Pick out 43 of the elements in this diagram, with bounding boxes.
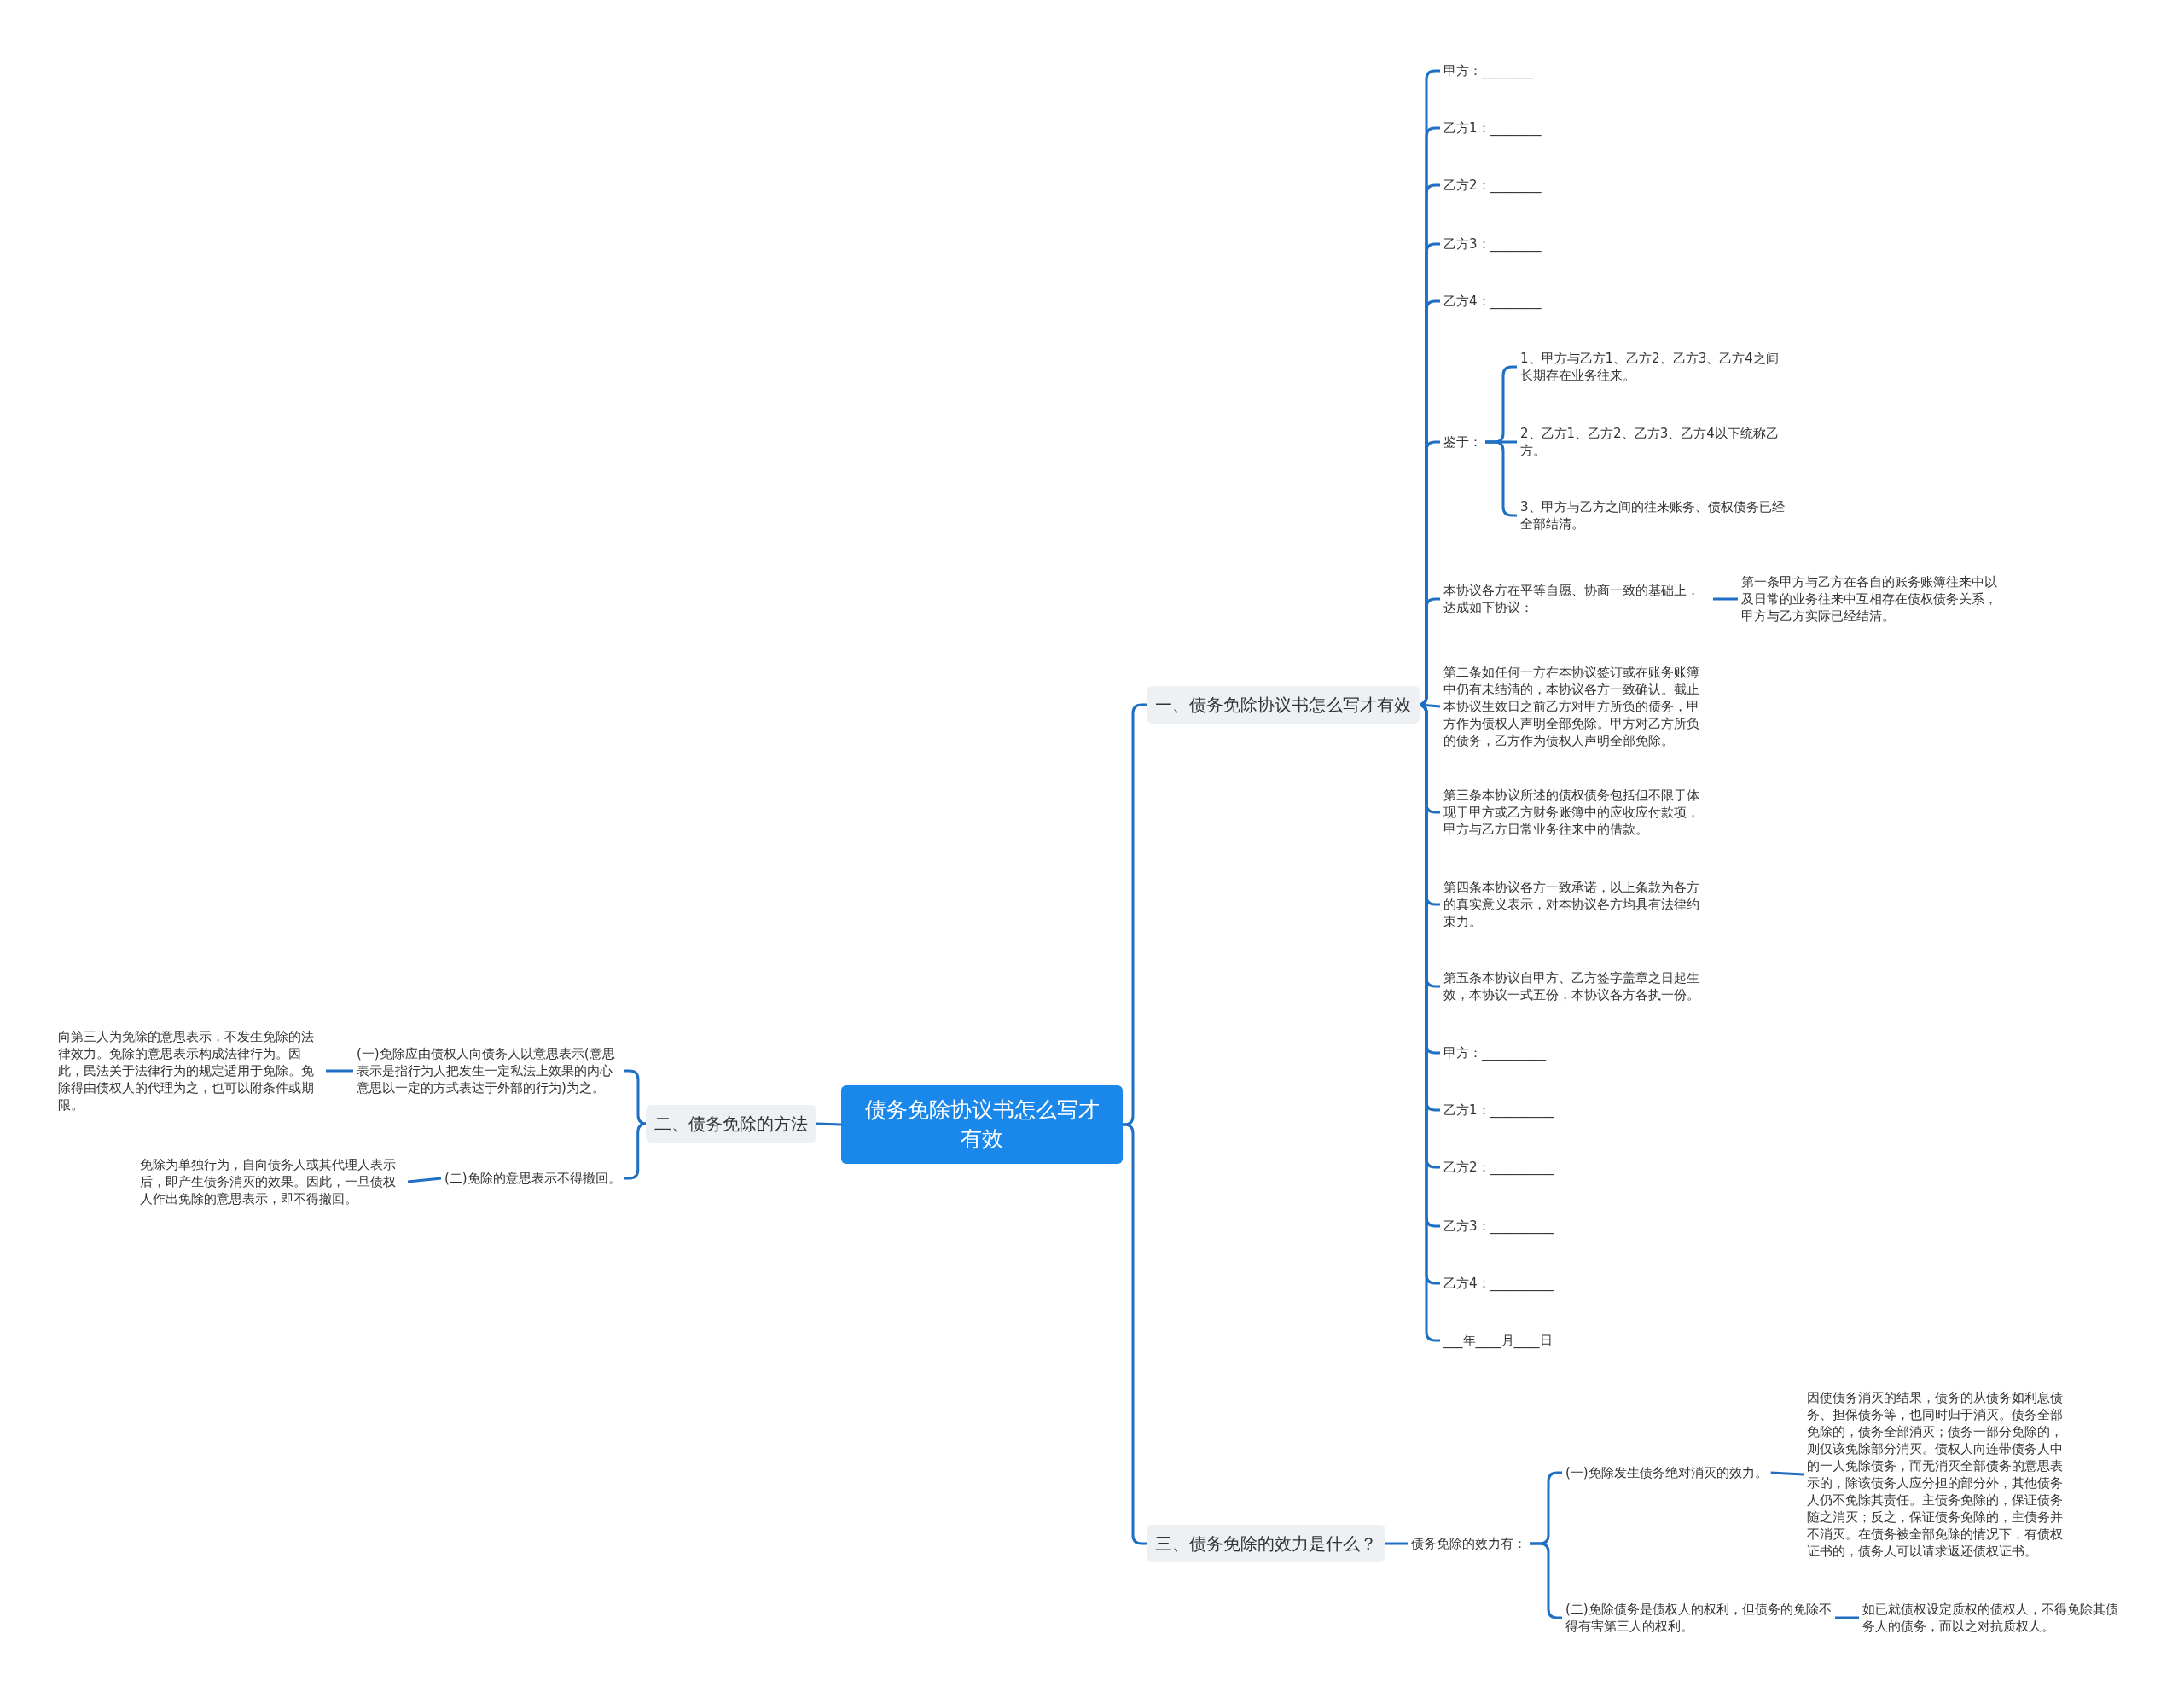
topic-text: 本协议各方在平等自愿、协商一致的基础上，达成如下协议： [1440, 580, 1713, 618]
topic-text: 鉴于： [1440, 432, 1485, 452]
topic-text: (二)免除债务是债权人的权利，但债务的免除不得有害第三人的权利。 [1562, 1599, 1835, 1637]
topic-text: 乙方4：________ [1440, 291, 1545, 311]
topic-text: 乙方1：________ [1440, 118, 1545, 138]
topic-text: 乙方3：__________ [1440, 1216, 1558, 1236]
topic-text: 免除为单独行为，自向债务人或其代理人表示后，即产生债务消灭的效果。因此，一旦债权人作出免除的意思表示，即不得撤回。 [136, 1154, 408, 1209]
topic-text: 甲方：__________ [1440, 1043, 1549, 1063]
connector-line [1835, 1616, 1859, 1619]
connector-line [407, 1177, 442, 1183]
connector-line [326, 1069, 353, 1073]
topic-text: 3、甲方与乙方之间的往来账务、债权债务已经全部结清。 [1517, 497, 1790, 534]
topic-text: 因使债务消灭的结果，债务的从债务如利息债务、担保债务等，也同时归于消灭。债务全部免除的，债务全部消灭；债务一部分免除的，则仅该免除部分消灭。债权人向连带债务人中的一人免除债务，而无消灭全部债务的意思表示的，除该债务人应分担的部分外，其他债务人仍不免除其责任。主债务免除的，保证债务随之消灭；反之，保证债务免除的，主债务并不消灭。在债务被全部免除的情况下，有债权证书的，债务人可以请求返还债权证书。 [1804, 1387, 2077, 1561]
topic-text: 乙方1：__________ [1440, 1100, 1558, 1120]
topic-text: (二)免除的意思表示不得撤回。 [441, 1168, 624, 1189]
topic-text: 债务免除的效力有： [1408, 1533, 1530, 1554]
central-topic-box: 债务免除协议书怎么写才有效 [841, 1085, 1123, 1164]
topic-text: 乙方4：__________ [1440, 1273, 1558, 1294]
topic-box: 一、债务免除协议书怎么写才有效 [1147, 686, 1420, 724]
topic-text: 向第三人为免除的意思表示，不发生免除的法律效力。免除的意思表示构成法律行为。因此，民法关于法律行为的规定适用于免除。免除得由债权人的代理为之，也可以附条件或期限。 [55, 1026, 326, 1115]
topic-box: 二、债务免除的方法 [646, 1105, 816, 1143]
topic-text: 第五条本协议自甲方、乙方签字盖章之日起生效，本协议一式五份，本协议各方各执一份。 [1440, 968, 1713, 1005]
topic-text: 第三条本协议所述的债权债务包括但不限于体现于甲方或乙方财务账簿中的应收应付款项，甲方与乙方日常业务往来中的借款。 [1440, 785, 1713, 840]
connector-line [816, 1122, 842, 1126]
topic-box: 三、债务免除的效力是什么？ [1147, 1525, 1385, 1562]
topic-text: 乙方2：________ [1440, 175, 1545, 195]
topic-text: 如已就债权设定质权的债权人，不得免除其债务人的债务，而以之对抗质权人。 [1859, 1599, 2132, 1637]
topic-text: 乙方2：__________ [1440, 1157, 1558, 1177]
topic-text: 2、乙方1、乙方2、乙方3、乙方4以下统称乙方。 [1517, 423, 1790, 461]
topic-text: 第一条甲方与乙方在各自的账务账簿往来中以及日常的业务往来中互相存在债权债务关系，甲方与乙方实际已经结清。 [1738, 572, 2011, 626]
topic-text: (一)免除发生债务绝对消灭的效力。 [1562, 1462, 1771, 1483]
topic-text: ___年____月____日 [1440, 1330, 1556, 1351]
connector-line [1385, 1542, 1408, 1545]
topic-text: 甲方：________ [1440, 61, 1536, 81]
connector-line [1122, 703, 1147, 1126]
topic-text: 第四条本协议各方一致承诺，以上条款为各方的真实意义表示，对本协议各方均具有法律约束力。 [1440, 877, 1713, 932]
topic-text: 1、甲方与乙方1、乙方2、乙方3、乙方4之间长期存在业务往来。 [1517, 348, 1790, 386]
connector-line [1713, 597, 1738, 601]
topic-text: 第二条如任何一方在本协议签订或在账务账簿中仍有未结清的，本协议各方一致确认。截止本协议生效日之前乙方对甲方所负的债务，甲方作为债权人声明全部免除。甲方对乙方所负的债务，乙方作为债权人声明全部免除。 [1440, 662, 1713, 751]
connector-line [1770, 1471, 1804, 1476]
topic-text: 乙方3：________ [1440, 234, 1545, 254]
connector-line [1122, 1123, 1147, 1545]
topic-text: (一)免除应由债权人向债务人以意思表示(意思表示是指行为人把发生一定私法上效果的内心意思以一定的方式表达于外部的行为)为之。 [353, 1044, 624, 1098]
